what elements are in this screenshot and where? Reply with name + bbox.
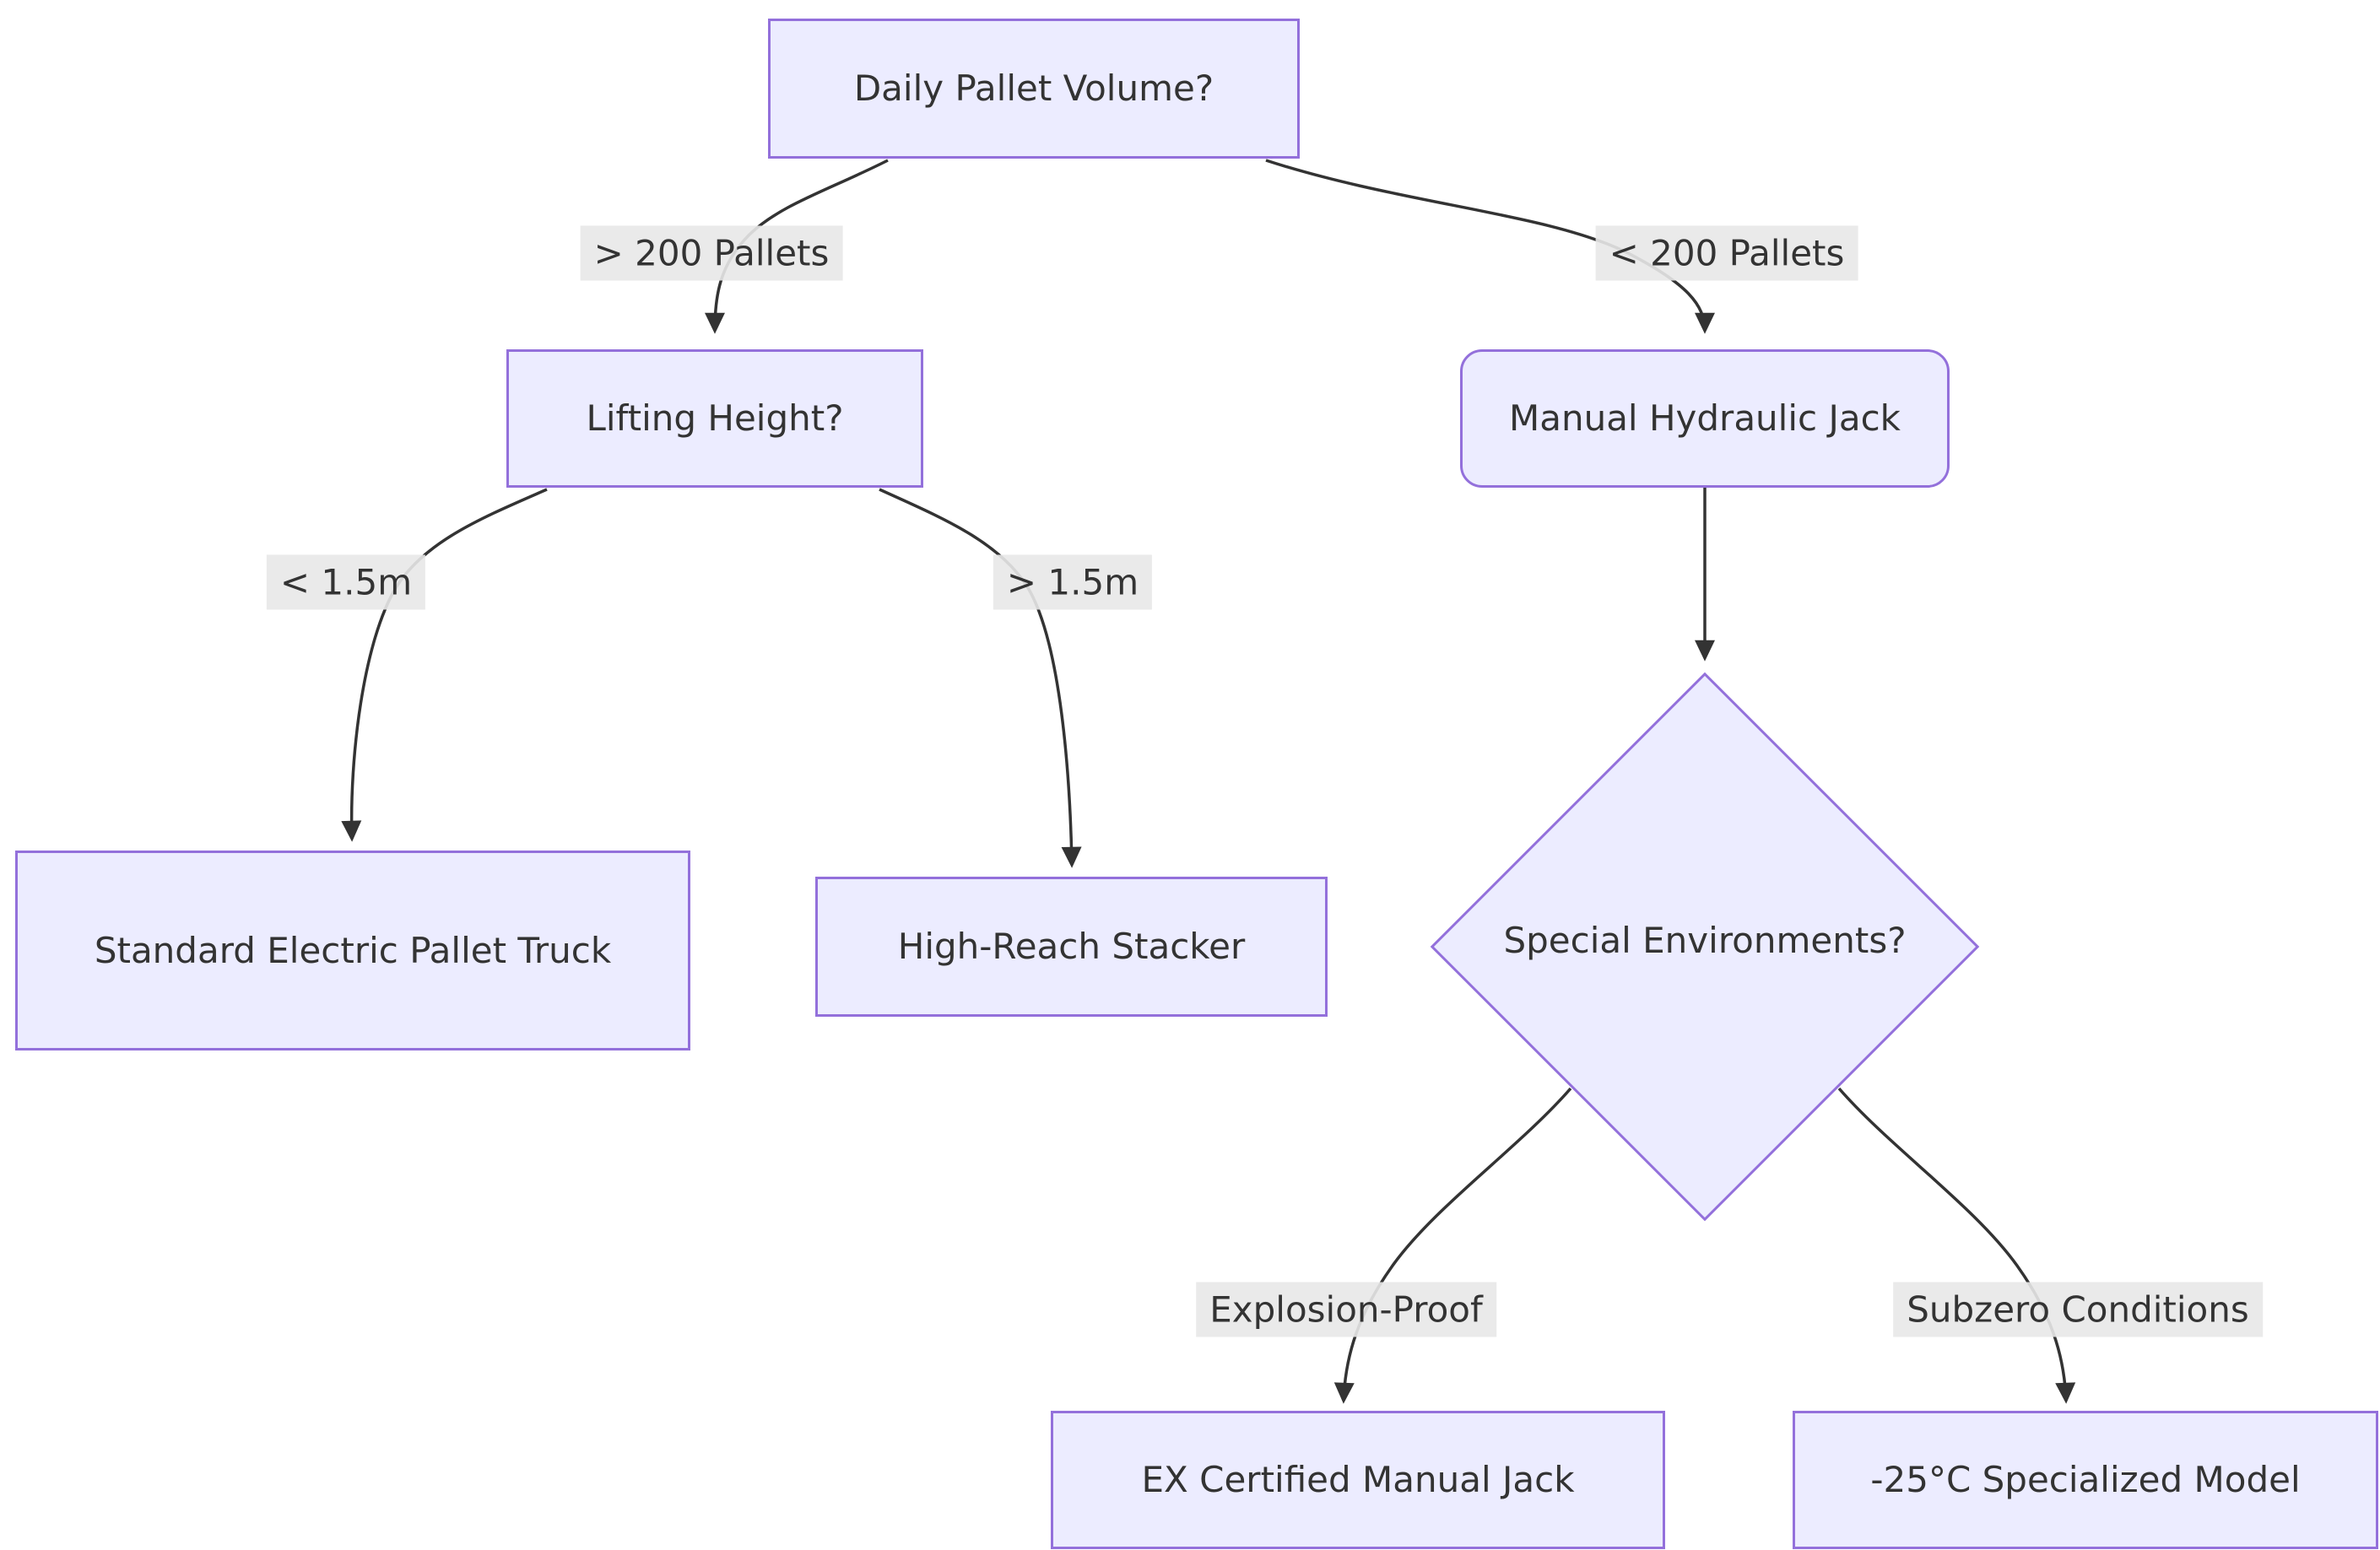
node-high-reach-stacker: High-Reach Stacker <box>815 877 1328 1017</box>
edge-diamond-to-subzero <box>1837 1087 2076 1404</box>
edge-label-gt-200-pallets: > 200 Pallets <box>580 225 843 281</box>
edge-label-gt-1-5m: > 1.5m <box>993 554 1153 610</box>
node-daily-pallet-volume: Daily Pallet Volume? <box>768 19 1300 159</box>
node-special-environments-label: Special Environments? <box>1503 920 1907 961</box>
node-lifting-height: Lifting Height? <box>506 349 923 488</box>
node-high-reach-stacker-label: High-Reach Stacker <box>897 926 1246 968</box>
node-subzero-specialized-model: -25°C Specialized Model <box>1793 1411 2378 1549</box>
edge-diamond-to-ex <box>1333 1087 1572 1404</box>
node-manual-hydraulic-jack: Manual Hydraulic Jack <box>1460 349 1950 488</box>
edge-label-subzero-conditions: Subzero Conditions <box>1893 1282 2263 1337</box>
edge-label-explosion-proof: Explosion-Proof <box>1196 1282 1496 1337</box>
node-lifting-height-label: Lifting Height? <box>586 397 844 440</box>
node-ex-certified-manual-jack-label: EX Certified Manual Jack <box>1141 1459 1575 1501</box>
node-ex-certified-manual-jack: EX Certified Manual Jack <box>1051 1411 1665 1549</box>
edge-daily-to-manual <box>1265 159 1715 334</box>
node-manual-hydraulic-jack-label: Manual Hydraulic Jack <box>1508 397 1901 440</box>
edge-label-lt-1-5m: < 1.5m <box>266 554 426 610</box>
node-subzero-specialized-model-label: -25°C Specialized Model <box>1870 1459 2301 1501</box>
edge-lifting-to-std <box>341 488 548 842</box>
node-daily-pallet-volume-label: Daily Pallet Volume? <box>853 68 1214 110</box>
edge-label-lt-200-pallets: < 200 Pallets <box>1595 225 1858 281</box>
node-standard-electric-pallet-truck-label: Standard Electric Pallet Truck <box>94 929 612 971</box>
node-standard-electric-pallet-truck: Standard Electric Pallet Truck <box>15 851 690 1050</box>
edge-lifting-to-high <box>879 488 1082 868</box>
